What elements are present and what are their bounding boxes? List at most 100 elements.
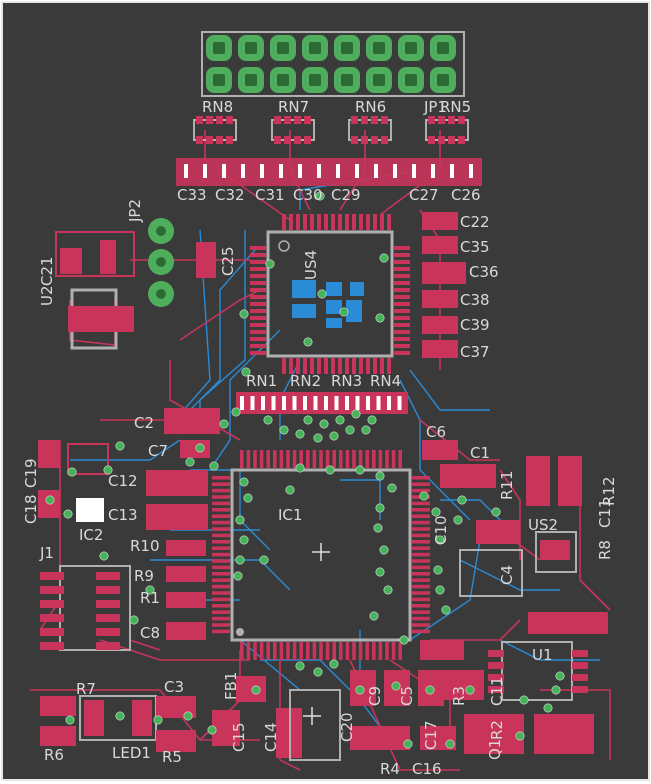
header-pin-hole [373,42,385,54]
u1-pad [488,674,504,681]
via [379,545,389,555]
us4-pin [250,309,266,313]
ic1-chip [212,450,430,660]
header-pin-hole [277,42,289,54]
label-r10: R10 [130,537,160,555]
label-r1: R1 [140,589,160,607]
ic1-pin [292,642,297,660]
ic1-pin [412,488,430,493]
label-c33: C33 [177,186,207,204]
us4-pin [394,337,410,341]
ic1-pin [412,533,430,538]
cap-pad-mark [336,164,340,178]
via [339,307,349,317]
label-r3: R3 [450,686,468,706]
ic1-pin [253,450,257,468]
ic1-pin [312,642,317,660]
us4-pin [394,351,410,355]
us4-pin [250,281,266,285]
ic1-pin [365,450,369,468]
via [351,409,361,419]
ic1-pin [212,520,230,525]
via [457,495,467,505]
ic1-pin [299,642,303,660]
us4-pin [250,351,266,355]
via [335,415,345,425]
j1-pad [96,586,120,594]
ic1-pin [412,552,430,557]
via [375,313,385,323]
us4-pin [380,214,384,230]
label-c36: C36 [469,263,499,281]
cap-pad-mark [374,164,378,178]
ic1-pin [253,642,257,660]
us4-pin [303,214,307,230]
via [145,585,155,595]
cap-pad-mark [298,164,302,178]
via [399,635,409,645]
label-c16: C16 [412,760,442,778]
ic1-pin [412,546,430,550]
label-rn1: RN1 [246,372,277,390]
header-pin-hole [277,74,289,86]
ic1-pin [240,450,244,468]
label-rn8: RN8 [202,98,233,116]
ic1-pin [412,597,430,602]
ic1-pin [212,629,230,634]
via [375,567,385,577]
label-c30: C30 [293,186,323,204]
cap-pad-mark [241,164,245,178]
bottom-components [40,670,456,761]
via [279,425,289,435]
via [375,471,385,481]
rn-pad-mark [355,396,360,410]
via [383,585,393,595]
cap-pad-mark [260,164,264,178]
j1-pad [96,642,120,650]
us4-pin [250,246,266,250]
via [419,491,429,501]
rn-pad [371,136,378,144]
silkscreen-labels: RN8 RN7 RN6 JP1 RN5 C33 C32 C31 C30 C29 … [22,98,618,778]
resistor-networks-top [193,116,469,144]
us4-pin [282,214,286,230]
ic1-pin [358,450,363,468]
via [243,493,253,503]
label-c29: C29 [331,186,361,204]
via [425,685,435,695]
rn-pad [448,116,455,124]
us4-pin [303,358,307,374]
rn-pad-mark [376,396,381,410]
us4-pin [250,295,266,299]
via [329,659,339,669]
ic1-pin [212,565,230,570]
via [431,507,441,517]
ic1-pin [246,450,251,468]
u1-pad [488,686,504,693]
ic1-pin [412,604,430,608]
ic1-pin [412,565,430,570]
label-rn4: RN4 [370,372,401,390]
ic1-pin [212,559,230,563]
j1-pad [96,600,120,608]
label-r5: R5 [162,748,182,766]
ic1-pin [279,450,284,468]
us4-pin [310,358,314,374]
ic1-pin [212,476,230,480]
j1-pad [40,600,64,608]
label-c1: C1 [470,444,490,462]
header-pin-hole [437,74,449,86]
label-c15: C15 [230,722,248,752]
via [115,711,125,721]
ic1-pin [292,450,297,468]
j1-pad [96,572,120,580]
cap-pad-mark [279,164,283,178]
rn-pad [428,136,435,144]
rn-pad-mark [345,396,349,410]
label-c26: C26 [451,186,481,204]
us4-pin [282,358,286,374]
ic1-pin [385,642,389,660]
rn-pad [458,116,465,124]
label-rn2: RN2 [290,372,321,390]
via [239,535,249,545]
